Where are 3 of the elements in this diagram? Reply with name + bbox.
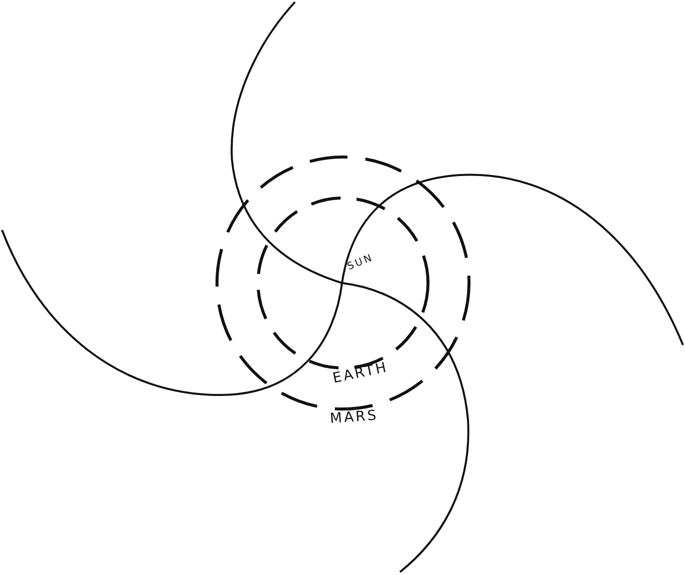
sun-label: SUN — [346, 252, 376, 273]
orbit-label: MARS — [329, 408, 379, 427]
orbit-label: EARTH — [331, 359, 390, 387]
